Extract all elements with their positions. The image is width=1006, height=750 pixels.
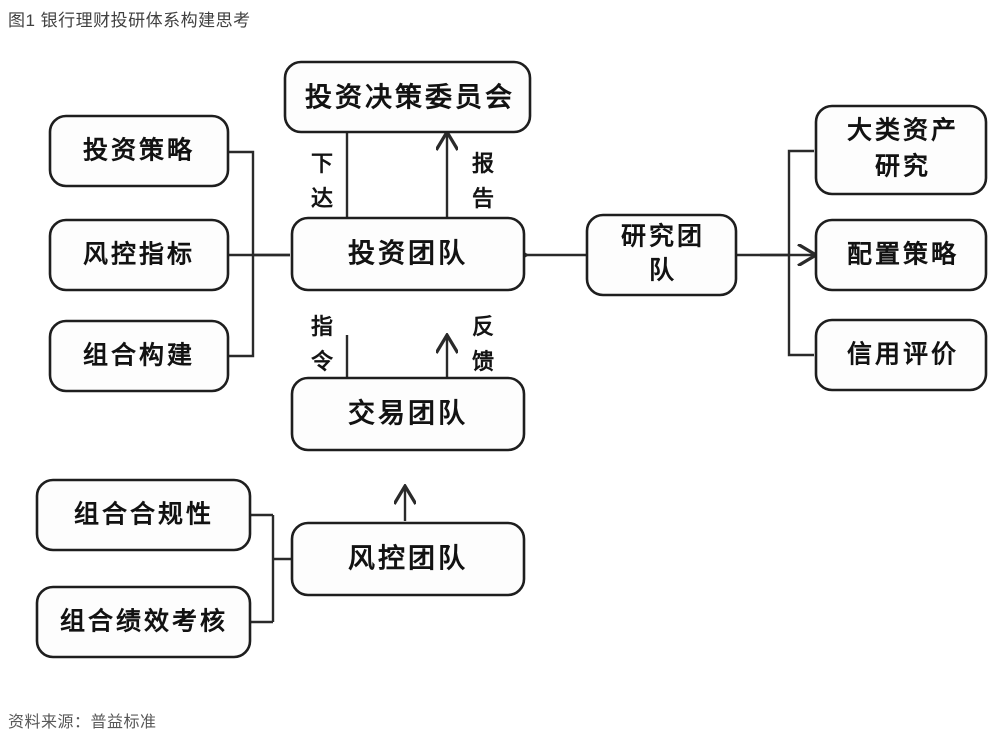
- node-box: [290, 521, 526, 597]
- node-portfolio-compliance[interactable]: 组合合规性: [35, 478, 252, 552]
- node-label: 信用评价: [847, 340, 959, 369]
- edge-label-char: 达: [311, 186, 333, 212]
- node-portfolio-construction[interactable]: 组合构建: [48, 319, 230, 393]
- node-risk-control-indicator[interactable]: 风控指标: [48, 218, 230, 292]
- node-label: 交易团队: [348, 398, 468, 430]
- node-label-line1: 研究团: [621, 222, 705, 251]
- edge-label-feedback: 反 馈: [472, 314, 494, 375]
- edge-label-char: 馈: [472, 349, 494, 375]
- edge-label-char: 反: [472, 314, 494, 340]
- node-box: [35, 585, 252, 659]
- edge-label-char: 指: [311, 314, 333, 340]
- node-label-line2: 研究: [875, 152, 931, 181]
- diagram-canvas: 投资决策委员会 投资团队 交易团队 风控团队 研究团 队 投资策略 风控指标 组…: [0, 40, 1006, 700]
- node-label-line1: 大类资产: [847, 116, 959, 145]
- edge-label-issue: 下 达: [311, 151, 333, 212]
- node-credit-evaluation[interactable]: 信用评价: [814, 318, 988, 392]
- node-portfolio-performance-assessment[interactable]: 组合绩效考核: [35, 585, 252, 659]
- node-box: [290, 216, 526, 292]
- node-box: [585, 213, 738, 297]
- node-trading-team[interactable]: 交易团队: [290, 376, 526, 452]
- node-label: 投资团队: [348, 239, 468, 270]
- edge-right-bus: [787, 149, 814, 357]
- node-allocation-strategy[interactable]: 配置策略: [814, 218, 988, 292]
- node-label: 风控团队: [348, 544, 468, 575]
- edge-label-char: 下: [311, 151, 333, 177]
- node-box: [814, 104, 988, 196]
- node-box: [35, 478, 252, 552]
- node-box: [48, 319, 230, 393]
- figure-source: 资料来源：普益标准: [8, 714, 157, 731]
- node-label: 组合合规性: [74, 500, 214, 529]
- edge-label-char: 告: [472, 186, 494, 212]
- node-box: [48, 218, 230, 292]
- edge-label-instruction: 指 令: [311, 314, 334, 375]
- node-investment-team[interactable]: 投资团队: [290, 216, 526, 292]
- node-risk-control-team[interactable]: 风控团队: [290, 521, 526, 597]
- node-box: [48, 114, 230, 188]
- node-box: [814, 318, 988, 392]
- node-label: 组合构建: [83, 341, 195, 370]
- edge-label-char: 令: [311, 349, 334, 375]
- node-box: [283, 60, 532, 134]
- node-investment-strategy[interactable]: 投资策略: [48, 114, 230, 188]
- node-label: 投资策略: [83, 136, 195, 165]
- edge-label-report: 报 告: [472, 151, 494, 212]
- node-label: 风控指标: [83, 240, 195, 269]
- node-label: 投资决策委员会: [305, 82, 515, 114]
- node-investment-decision-committee[interactable]: 投资决策委员会: [283, 60, 532, 134]
- page-title: 图1 银行理财投研体系构建思考: [8, 11, 251, 30]
- edge-label-char: 报: [472, 151, 494, 177]
- node-major-asset-research[interactable]: 大类资产 研究: [814, 104, 988, 196]
- node-box: [290, 376, 526, 452]
- node-label: 配置策略: [847, 240, 959, 269]
- node-label-line2: 队: [649, 256, 677, 285]
- node-research-team[interactable]: 研究团 队: [585, 213, 738, 297]
- node-box: [814, 218, 988, 292]
- node-label: 组合绩效考核: [60, 607, 228, 636]
